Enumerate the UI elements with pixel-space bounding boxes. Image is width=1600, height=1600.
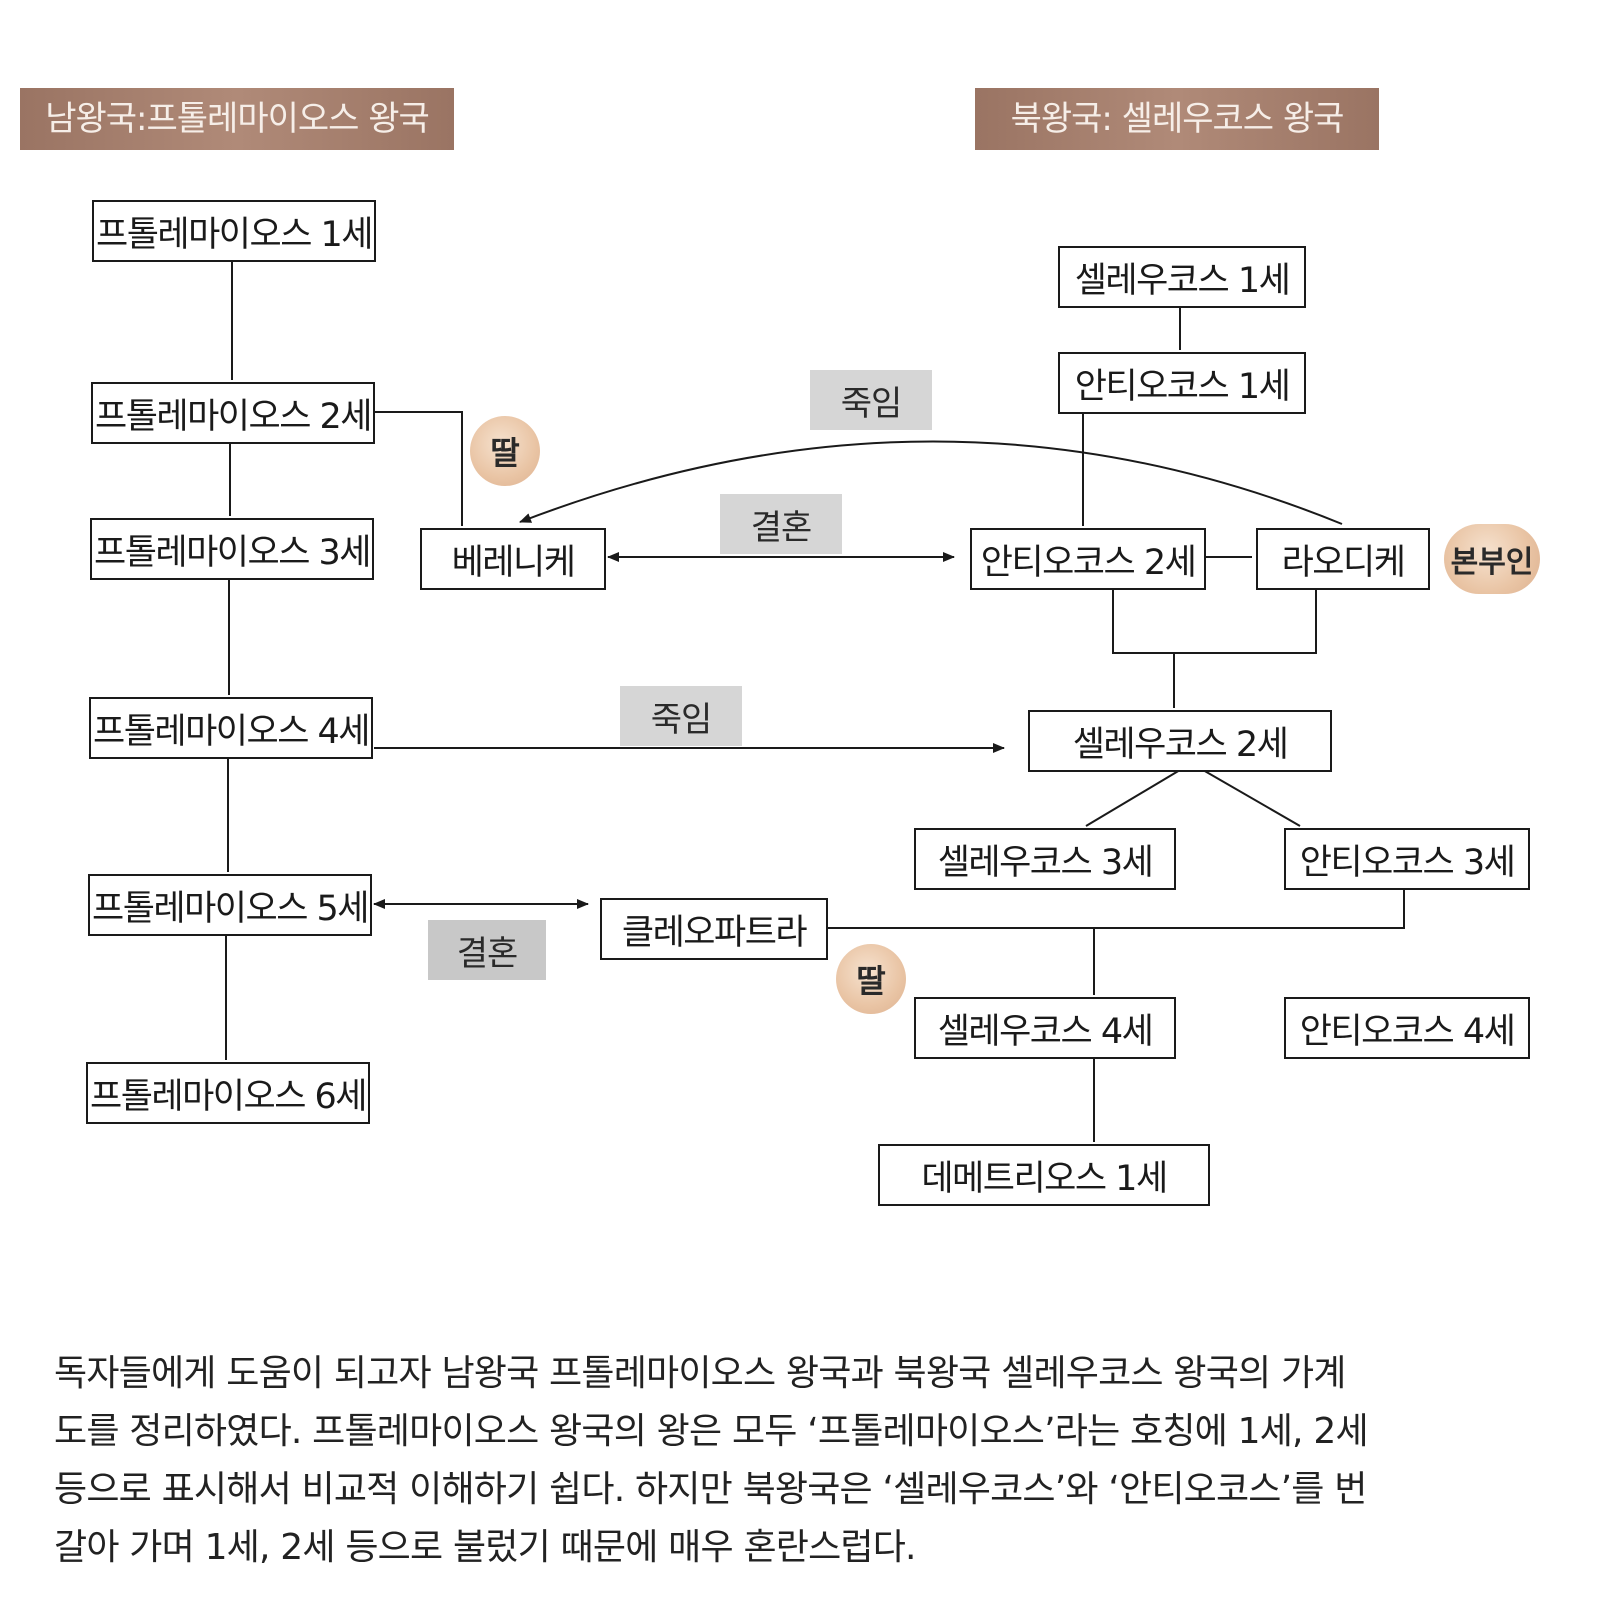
kill-label-top: 죽임 <box>810 370 932 430</box>
ptolemy-4-node: 프톨레마이오스 4세 <box>89 697 373 759</box>
cleopatra-node: 클레오파트라 <box>600 898 828 960</box>
seleucus-2-node: 셀레우코스 2세 <box>1028 710 1332 772</box>
caption-line: 독자들에게 도움이 되고자 남왕국 프톨레마이오스 왕국과 북왕국 셀레우코스 … <box>54 1353 1346 1394</box>
seleucus-3-node: 셀레우코스 3세 <box>914 828 1176 890</box>
ptolemy-1-node: 프톨레마이오스 1세 <box>92 200 376 262</box>
south-kingdom-header: 남왕국:프톨레마이오스 왕국 <box>20 88 454 150</box>
north-kingdom-header: 북왕국: 셀레우코스 왕국 <box>975 88 1379 150</box>
seleucus-4-node: 셀레우코스 4세 <box>914 997 1176 1059</box>
caption-line: 등으로 표시해서 비교적 이해하기 쉽다. 하지만 북왕국은 ‘셀레우코스’와 … <box>54 1469 1367 1510</box>
berenice-node: 베레니케 <box>420 528 606 590</box>
marriage-label-bottom: 결혼 <box>428 920 546 980</box>
kill-arc-arrow <box>519 440 1343 525</box>
caption-line: 갈아 가며 1세, 2세 등으로 불렀기 때문에 매우 혼란스럽다. <box>54 1527 916 1568</box>
parents-seleucus2-line <box>1112 588 1317 708</box>
laodice-node: 라오디케 <box>1256 528 1430 590</box>
kill-label-mid: 죽임 <box>620 686 742 746</box>
ptolemy-2-node: 프톨레마이오스 2세 <box>91 382 375 444</box>
ptolemy-6-node: 프톨레마이오스 6세 <box>86 1062 370 1124</box>
cleopatra-antiochus3-line <box>825 888 1405 929</box>
daughter-badge-berenice: 딸 <box>470 416 540 486</box>
marriage-label-top: 결혼 <box>720 494 842 554</box>
caption-line: 도를 정리하였다. 프톨레마이오스 왕국의 왕은 모두 ‘프톨레마이오스’라는 … <box>54 1411 1369 1452</box>
ptolemy-5-node: 프톨레마이오스 5세 <box>88 874 372 936</box>
daughter-line-berenice <box>372 411 463 526</box>
daughter-badge-cleopatra: 딸 <box>836 944 906 1014</box>
antiochus-3-node: 안티오코스 3세 <box>1284 828 1530 890</box>
first-wife-badge: 본부인 <box>1444 524 1540 594</box>
ptolemy-3-node: 프톨레마이오스 3세 <box>90 518 374 580</box>
ptolemy-lineage-line <box>225 260 233 1060</box>
seleucus-1-node: 셀레우코스 1세 <box>1058 246 1306 308</box>
antiochus-4-node: 안티오코스 4세 <box>1284 997 1530 1059</box>
demetrius-1-node: 데메트리오스 1세 <box>878 1144 1210 1206</box>
caption-paragraph: 독자들에게 도움이 되고자 남왕국 프톨레마이오스 왕국과 북왕국 셀레우코스 … <box>54 1345 1494 1577</box>
antiochus-1-node: 안티오코스 1세 <box>1058 352 1306 414</box>
antiochus-2-node: 안티오코스 2세 <box>970 528 1206 590</box>
seleucus2-children-lines <box>1085 769 1301 827</box>
